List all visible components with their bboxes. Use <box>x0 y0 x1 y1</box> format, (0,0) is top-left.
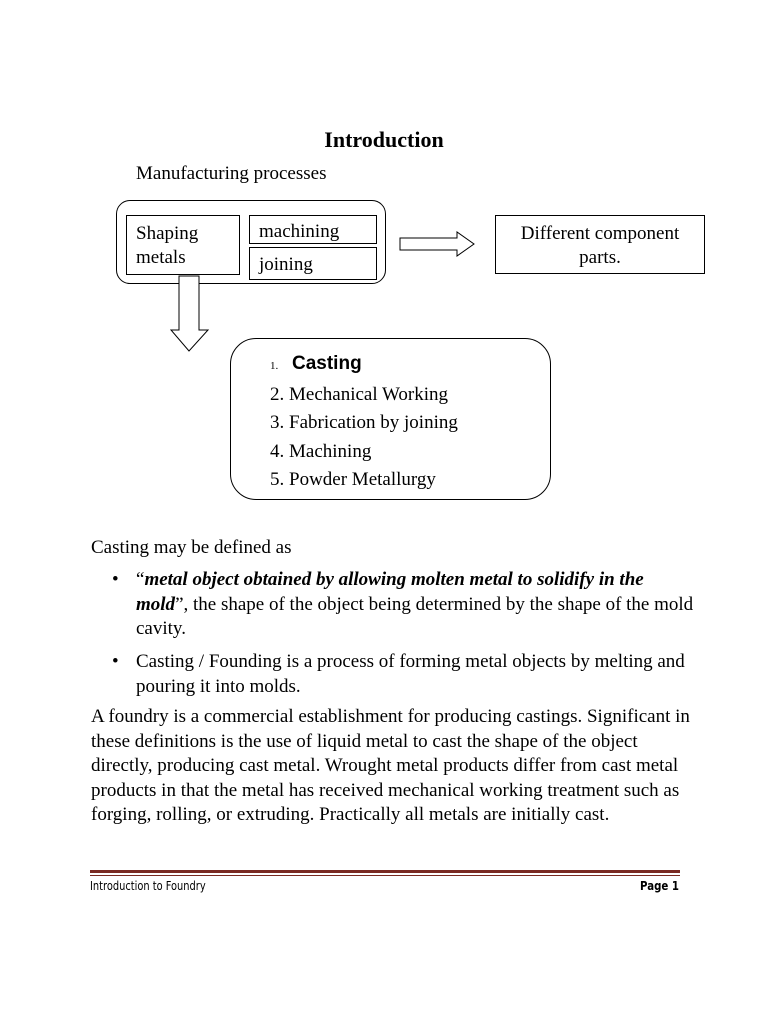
machining-box: machining <box>249 215 377 244</box>
process-list-box <box>230 338 551 500</box>
bullet-icon: • <box>112 651 119 672</box>
result-label-line2: parts. <box>579 247 621 268</box>
definition-emphasis: metal object obtained by allowing molten… <box>136 569 644 615</box>
down-arrow-icon <box>169 275 210 352</box>
process-label: Machining <box>289 440 372 462</box>
process-list: 1. Casting 2. Mechanical Working 3. Fabri… <box>270 350 458 495</box>
process-item: 1. Casting <box>270 350 458 381</box>
definition-intro: Casting may be defined as <box>91 537 292 558</box>
foundry-paragraph: A foundry is a commercial establishment … <box>91 706 690 825</box>
process-label: Fabrication by joining <box>289 412 458 433</box>
shaping-label-line1: Shaping <box>136 223 199 244</box>
section-subtitle: Manufacturing processes <box>136 163 327 184</box>
process-number: 4. <box>270 440 285 462</box>
process-label: Powder Metallurgy <box>289 469 436 490</box>
process-number: 5. <box>270 469 285 490</box>
machining-label: machining <box>259 221 340 242</box>
joining-box: joining <box>249 247 377 280</box>
definition-rest: ”, the shape of the object being determi… <box>136 593 694 640</box>
shaping-label-line2: metals <box>136 247 186 268</box>
bullet-text: “metal object obtained by allowing molte… <box>136 568 696 642</box>
process-item: 4. Machining <box>270 438 458 467</box>
component-parts-box: Different component parts. <box>495 215 705 274</box>
process-number: 3. <box>270 412 285 433</box>
footer-page-number: Page 1 <box>640 879 679 893</box>
process-item: 5. Powder Metallurgy <box>270 466 458 495</box>
process-number: 1. <box>270 360 279 372</box>
right-arrow-icon <box>399 231 475 257</box>
joining-label: joining <box>259 254 313 275</box>
bullet-icon: • <box>112 569 119 590</box>
footer-rule <box>90 870 680 876</box>
process-label: Casting <box>292 353 362 374</box>
shaping-metals-box: Shaping metals <box>126 215 240 275</box>
bullet-text: Casting / Founding is a process of formi… <box>136 651 685 697</box>
open-quote: “ <box>136 569 145 590</box>
page-title: Introduction <box>324 127 444 152</box>
process-label: Mechanical Working <box>289 383 449 405</box>
process-number: 2. <box>270 383 285 405</box>
process-item: 2. Mechanical Working <box>270 381 458 410</box>
footer-document-title: Introduction to Foundry <box>90 879 206 893</box>
result-label-line1: Different component <box>520 223 680 244</box>
process-item: 3. Fabrication by joining <box>270 409 458 438</box>
